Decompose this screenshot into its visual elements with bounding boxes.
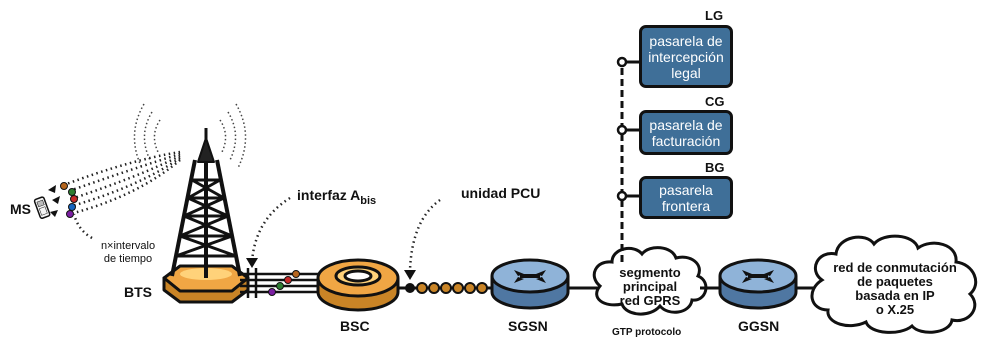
timeslot-label-line1: n×intervalo [100,240,156,252]
timeslot-dots [60,182,78,218]
timeslot-label: n×intervalo de tiempo [88,240,168,266]
abis-link [240,272,322,294]
lawful-interception-gateway: pasarela de intercepción legal [639,25,733,88]
pcu-link [398,282,492,294]
abis-label: interfaz Abis [297,187,376,207]
lg-tag: LG [705,8,724,23]
lg-line3: legal [671,64,701,81]
ms-label: MS [10,201,31,217]
backbone-cloud-icon [592,246,708,316]
lg-line1: pasarela de [649,32,723,49]
timeslot-label-line2: de tiempo [103,253,153,265]
cg-tag: CG [705,94,725,109]
sgsn-label: SGSN [508,318,548,334]
packet-line4: o X.25 [875,302,915,317]
packet-line3: basada en IP [855,288,935,303]
ggsn-label: GGSN [738,318,780,334]
packet-line2: de paquetes [857,274,933,289]
cg-line2: facturación [651,132,721,149]
radio-waves-icon [133,103,247,169]
bsc-icon [316,258,400,312]
sgsn-router-icon [490,258,570,310]
lg-line2: intercepción [648,48,724,65]
radio-links [63,150,181,216]
bg-line1: pasarela [659,181,713,198]
charging-gateway: pasarela de facturación [639,110,733,155]
gtp-label: GTP protocolo [612,327,682,338]
backbone-cloud-text: segmento principal red GPRS [600,266,700,308]
packet-line1: red de conmutación [833,260,957,275]
packet-cloud-text: red de conmutación de paquetes basada en… [822,261,968,317]
bg-tag: BG [705,160,725,175]
cg-line1: pasarela de [649,116,723,133]
abis-label-sub: bis [360,194,377,207]
backbone-line1: segmento [619,265,681,280]
bg-line2: frontera [661,197,711,214]
bts-tower-icon [162,128,250,304]
abis-label-main: interfaz A [297,187,361,203]
border-gateway: pasarela frontera [639,176,733,219]
backbone-line2: principal [622,279,678,294]
pcu-label: unidad PCU [461,185,541,201]
mobile-phone-icon [33,196,51,219]
bsc-label: BSC [340,318,370,334]
bts-label: BTS [124,284,152,300]
ggsn-router-icon [718,258,798,310]
packet-network-cloud-icon [810,234,978,334]
backbone-line3: red GPRS [619,293,681,308]
gateway-bus [616,56,640,262]
